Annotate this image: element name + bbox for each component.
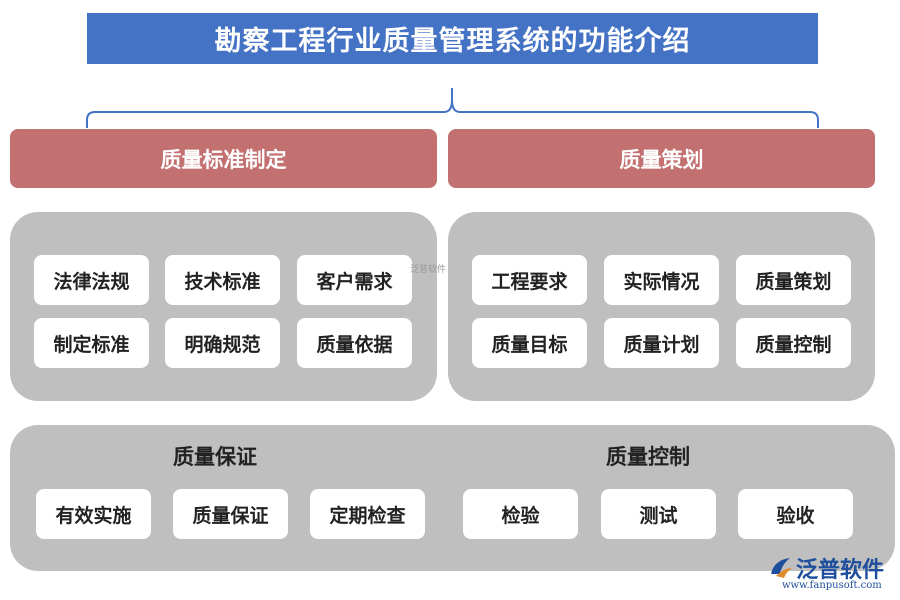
item-quality-planning: 质量策划 — [736, 255, 851, 305]
item-laws: 法律法规 — [34, 255, 149, 305]
fanpu-logo-icon — [771, 558, 792, 578]
item-actual-situation: 实际情况 — [604, 255, 719, 305]
label-quality-assurance: 质量保证 — [173, 445, 257, 469]
logo-url: www.fanpusoft.com — [782, 580, 882, 591]
brace-connector — [86, 88, 819, 128]
header-quality-standard: 质量标准制定 — [10, 129, 437, 188]
item-acceptance: 验收 — [738, 489, 853, 539]
item-project-req: 工程要求 — [472, 255, 587, 305]
panel-bottom: 质量保证 质量控制 有效实施 质量保证 定期检查 检验 测试 验收 — [10, 425, 895, 571]
page-title: 勘察工程行业质量管理系统的功能介绍 — [87, 13, 818, 64]
item-quality-plan: 质量计划 — [604, 318, 719, 368]
item-quality-control: 质量控制 — [736, 318, 851, 368]
item-quality-basis: 质量依据 — [297, 318, 412, 368]
item-clear-spec: 明确规范 — [165, 318, 280, 368]
brand-logo: 泛普软件 www.fanpusoft.com — [768, 552, 896, 598]
item-quality-goal: 质量目标 — [472, 318, 587, 368]
watermark-text: 泛普软件 — [410, 265, 447, 275]
item-customer-needs: 客户需求 — [297, 255, 412, 305]
header-quality-planning: 质量策划 — [448, 129, 875, 188]
panel-quality-standard: 法律法规 技术标准 客户需求 制定标准 明确规范 质量依据 — [10, 212, 437, 401]
panel-quality-planning: 工程要求 实际情况 质量策划 质量目标 质量计划 质量控制 — [448, 212, 875, 401]
item-tech-standard: 技术标准 — [165, 255, 280, 305]
item-set-standard: 制定标准 — [34, 318, 149, 368]
item-periodic-check: 定期检查 — [310, 489, 425, 539]
item-effective-implementation: 有效实施 — [36, 489, 151, 539]
label-quality-control: 质量控制 — [606, 445, 690, 469]
item-testing: 测试 — [601, 489, 716, 539]
logo-name: 泛普软件 — [796, 558, 885, 583]
item-quality-assurance: 质量保证 — [173, 489, 288, 539]
item-inspection: 检验 — [463, 489, 578, 539]
